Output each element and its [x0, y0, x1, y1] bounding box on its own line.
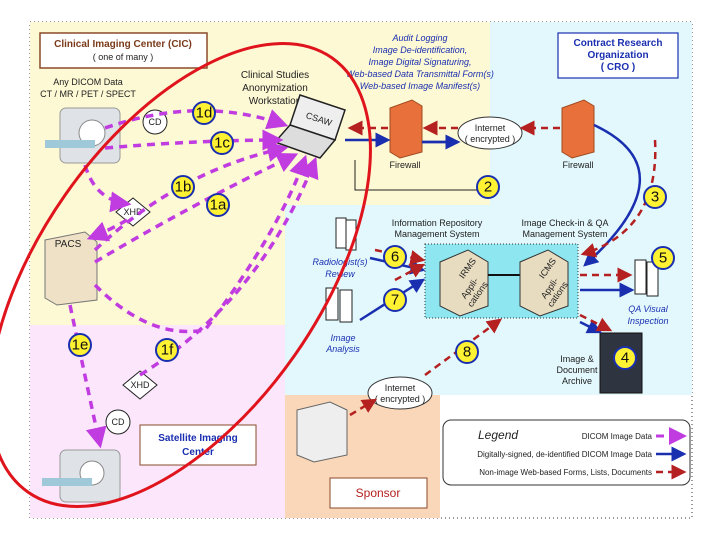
svg-text:6: 6	[391, 249, 399, 266]
workstation-label: Workstation	[249, 96, 302, 107]
cro-title-3: ( CRO )	[601, 62, 635, 73]
radiologist-label: Radiologist(s)	[312, 257, 367, 267]
image-analysis-label: Analysis	[325, 344, 360, 354]
svg-text:1c: 1c	[214, 135, 230, 152]
ct-scanner-icon	[42, 449, 121, 503]
archive-label: Document	[556, 365, 598, 375]
pacs-label: PACS	[55, 239, 82, 250]
step-badge-3: 3	[643, 185, 667, 209]
svg-text:8: 8	[463, 344, 471, 361]
laptop-icon: CSAW	[273, 94, 346, 159]
workstation-label: Clinical Studies	[241, 70, 309, 81]
firewall-icon: Firewall	[561, 99, 595, 170]
svg-text:1e: 1e	[72, 337, 89, 354]
audit-feature: Audit Logging	[391, 33, 447, 43]
cic-title: Clinical Imaging Center (CIC)	[54, 39, 192, 50]
internet-label: ( encrypted )	[375, 394, 426, 404]
audit-feature: Image De-identification,	[373, 45, 468, 55]
qa-label: QA Visual	[628, 304, 669, 314]
dicom-modalities-label: CT / MR / PET / SPECT	[40, 89, 136, 99]
legend-item-label: Non-image Web-based Forms, Lists, Docume…	[479, 468, 652, 477]
step-badge-4: 4	[613, 346, 637, 370]
svg-text:1a: 1a	[210, 197, 227, 214]
highlight-ellipse	[0, 42, 372, 508]
irms-caption: Information Repository	[392, 218, 483, 228]
firewall-icon: Firewall	[389, 99, 423, 170]
step-badge-1e: 1e	[68, 333, 92, 357]
cic-title-box: Clinical Imaging Center (CIC) ( one of m…	[39, 32, 208, 69]
internet-label: ( encrypted )	[465, 134, 516, 144]
firewall-label: Firewall	[389, 160, 420, 170]
internet-cloud-icon: Internet ( encrypted )	[457, 116, 523, 150]
svg-text:4: 4	[621, 350, 629, 367]
xhd-drive-icon: XHD	[122, 370, 158, 400]
cd-label: CD	[112, 417, 125, 427]
archive-label: Archive	[562, 376, 592, 386]
workstation-label: Anonymization	[242, 83, 308, 94]
dicom-source-label: Any DICOM Data	[53, 77, 123, 87]
satellite-title: Center	[182, 447, 214, 458]
step-badge-2: 2	[476, 175, 500, 199]
internet-label: Internet	[385, 383, 416, 393]
icms-caption: Image Check-in & QA	[521, 218, 608, 228]
cro-title-box: Contract Research Organization ( CRO )	[557, 32, 679, 79]
firewall-label: Firewall	[562, 160, 593, 170]
xhd-label: XHD	[123, 207, 143, 217]
legend: Legend DICOM Image Data Digitally-signed…	[442, 419, 691, 486]
svg-text:1b: 1b	[175, 179, 192, 196]
step-badge-5: 5	[651, 246, 675, 270]
sponsor-label: Sponsor	[356, 486, 401, 500]
archive-label: Image &	[560, 354, 594, 364]
cd-label: CD	[149, 117, 162, 127]
internet-cloud-icon: Internet ( encrypted )	[367, 376, 433, 410]
xhd-label: XHD	[130, 380, 150, 390]
step-badge-8: 8	[455, 340, 479, 364]
cic-subtitle: ( one of many )	[93, 52, 154, 62]
step-badge-1a: 1a	[206, 193, 230, 217]
step-badge-1f: 1f	[155, 338, 179, 362]
satellite-title: Satellite Imaging	[158, 433, 237, 444]
qa-label: Inspection	[627, 316, 668, 326]
cro-title-2: Organization	[587, 50, 648, 61]
irms-caption: Management System	[394, 229, 479, 239]
audit-feature: Image Digital Signaturing,	[368, 57, 471, 67]
ct-scanner-icon	[45, 107, 121, 164]
internet-label: Internet	[475, 123, 506, 133]
step-badges: 1a 1b 1c 1d 1e 1f 2 3 4 5 6 7 8	[68, 101, 675, 370]
audit-feature: Web-based Image Manifest(s)	[360, 81, 480, 91]
cro-title-1: Contract Research	[574, 38, 663, 49]
legend-item-label: DICOM Image Data	[582, 432, 653, 441]
step-badge-1d: 1d	[192, 101, 216, 125]
image-analysis-label: Image	[330, 333, 355, 343]
step-badge-6: 6	[383, 245, 407, 269]
cd-icon: CD	[105, 409, 131, 435]
svg-text:3: 3	[651, 189, 659, 206]
icms-server-icon: ICMS Appli- cations	[519, 249, 570, 317]
web-document-flows	[347, 120, 657, 417]
step-badge-1c: 1c	[210, 131, 234, 155]
svg-text:2: 2	[484, 179, 492, 196]
step-badge-1b: 1b	[171, 175, 195, 199]
sponsor-server-icon	[296, 401, 348, 463]
legend-item-label: Digitally-signed, de-identified DICOM Im…	[477, 450, 652, 459]
svg-text:1f: 1f	[161, 342, 174, 359]
svg-text:5: 5	[659, 250, 667, 267]
irms-server-icon: IRMS Appli- cations	[439, 249, 490, 317]
step-badge-7: 7	[383, 288, 407, 312]
svg-text:1d: 1d	[196, 105, 213, 122]
svg-text:7: 7	[391, 292, 399, 309]
sponsor-box: Sponsor	[329, 477, 428, 509]
legend-title: Legend	[478, 428, 518, 442]
pacs-server-icon: PACS	[44, 231, 98, 306]
audit-features: Audit Logging Image De-identification, I…	[346, 33, 494, 91]
audit-feature: Web-based Data Transmittal Form(s)	[346, 69, 494, 79]
icms-caption: Management System	[522, 229, 607, 239]
